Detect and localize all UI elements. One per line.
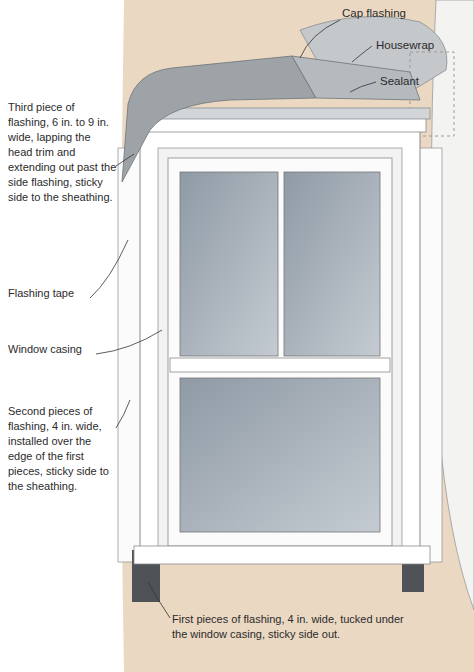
head-trim xyxy=(134,118,426,132)
casing-opening xyxy=(158,148,402,548)
sheathing xyxy=(121,0,474,672)
callout-label: Flashing tape xyxy=(8,286,92,301)
glass-pane xyxy=(180,172,278,356)
side-flashing xyxy=(118,148,142,562)
window-sill xyxy=(134,546,430,564)
callout-label: First pieces of flashing, 4 in. wide, tu… xyxy=(172,612,422,642)
glass-pane xyxy=(180,378,380,532)
callout-label: Third piece of flashing, 6 in. to 9 in. … xyxy=(8,100,118,205)
callout-label: Window casing xyxy=(8,342,98,357)
callout-label: Cap flashing xyxy=(342,6,452,21)
meeting-rail xyxy=(170,358,390,372)
sash-frame xyxy=(168,158,392,546)
side-flashing xyxy=(418,148,442,562)
callout-label: Sealant xyxy=(380,74,460,89)
head-flashing xyxy=(122,56,316,182)
window-casing xyxy=(140,128,420,560)
callout-label: Second pieces of flashing, 4 in. wide, i… xyxy=(8,404,118,494)
callout-label: Housewrap xyxy=(376,38,466,53)
glass-pane xyxy=(284,172,380,356)
leader-lines xyxy=(90,20,376,618)
